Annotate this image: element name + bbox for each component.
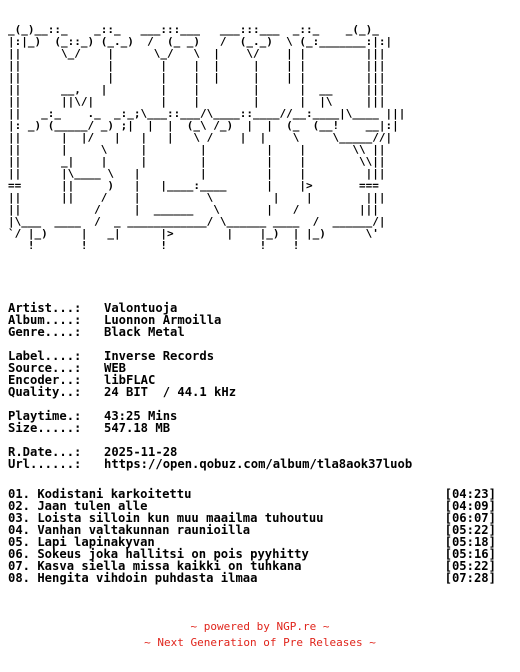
track-title: 07. Kasva siella missa kaikki on tuhkana bbox=[8, 559, 302, 573]
footer-powered-by[interactable]: ~ powered by NGP.re ~ bbox=[190, 620, 330, 633]
info-row: Source...: WEB bbox=[8, 362, 512, 374]
track-title: 06. Sokeus joka hallitsi on pois pyyhitt… bbox=[8, 547, 309, 561]
spacer bbox=[8, 434, 512, 446]
info-value: Black Metal bbox=[104, 325, 185, 339]
info-key: R.Date...: bbox=[8, 445, 82, 459]
info-row: Size.....: 547.18 MB bbox=[8, 422, 512, 434]
info-row: Album....: Luonnon Armoilla bbox=[8, 314, 512, 326]
info-key: Genre....: bbox=[8, 325, 82, 339]
info-value: 2025-11-28 bbox=[104, 445, 178, 459]
info-key: Encoder..: bbox=[8, 373, 82, 387]
info-row: Quality..: 24 BIT / 44.1 kHz bbox=[8, 386, 512, 398]
info-row: Url......: https://open.qobuz.com/album/t… bbox=[8, 458, 512, 470]
track-row: 02. Jaan tulen alle [04:09] bbox=[8, 500, 496, 512]
nfo-document: _(_)__::_ _::_ ___:::___ ___:::___ _::_ … bbox=[8, 12, 512, 585]
info-value: WEB bbox=[104, 361, 127, 375]
track-title: 03. Loista silloin kun muu maailma tuhou… bbox=[8, 511, 324, 525]
info-value: Luonnon Armoilla bbox=[104, 313, 222, 327]
info-row: Encoder..: libFLAC bbox=[8, 374, 512, 386]
info-key: Artist...: bbox=[8, 301, 82, 315]
info-row: Playtime.: 43:25 Mins bbox=[8, 410, 512, 422]
info-value: libFLAC bbox=[104, 373, 156, 387]
track-row: 03. Loista silloin kun muu maailma tuhou… bbox=[8, 512, 496, 524]
ascii-logo: _(_)__::_ _::_ ___:::___ ___:::___ _::_ … bbox=[8, 12, 512, 302]
info-key: Url......: bbox=[8, 457, 82, 471]
track-duration: [04:23] bbox=[444, 487, 496, 501]
track-duration: [05:22] bbox=[444, 559, 496, 573]
track-duration: [05:18] bbox=[444, 535, 496, 549]
info-key: Label....: bbox=[8, 349, 82, 363]
info-row: R.Date...: 2025-11-28 bbox=[8, 446, 512, 458]
ascii-art-block: _(_)__::_ _::_ ___:::___ ___:::___ _::_ … bbox=[8, 23, 406, 252]
info-value: 24 BIT / 44.1 kHz bbox=[104, 385, 237, 399]
track-row: 01. Kodistani karkoitettu [04:23] bbox=[8, 488, 496, 500]
tracklist: 01. Kodistani karkoitettu [04:23] 02. Jaa… bbox=[8, 488, 512, 584]
spacer bbox=[8, 470, 512, 482]
info-value: Valontuoja bbox=[104, 301, 178, 315]
track-duration: [07:28] bbox=[444, 571, 496, 585]
info-value: Inverse Records bbox=[104, 349, 215, 363]
track-title: 08. Hengita vihdoin puhdasta ilmaa bbox=[8, 571, 258, 585]
track-duration: [05:16] bbox=[444, 547, 496, 561]
track-title: 01. Kodistani karkoitettu bbox=[8, 487, 192, 501]
info-row: Genre....: Black Metal bbox=[8, 326, 512, 338]
track-row: 08. Hengita vihdoin puhdasta ilmaa [07:28… bbox=[8, 572, 496, 584]
info-key: Album....: bbox=[8, 313, 82, 327]
track-row: 06. Sokeus joka hallitsi on pois pyyhitt… bbox=[8, 548, 496, 560]
track-title: 04. Vanhan valtakunnan raunioilla bbox=[8, 523, 251, 537]
info-row: Artist...: Valontuoja bbox=[8, 302, 512, 314]
track-duration: [06:07] bbox=[444, 511, 496, 525]
info-value: 43:25 Mins bbox=[104, 409, 178, 423]
url-value[interactable]: https://open.qobuz.com/album/tla8aok37lu… bbox=[104, 457, 413, 471]
track-row: 05. Lapi lapinakyvan [05:18] bbox=[8, 536, 496, 548]
track-duration: [05:22] bbox=[444, 523, 496, 537]
spacer bbox=[8, 338, 512, 350]
info-block: Artist...: Valontuoja Album....: Luonnon A… bbox=[8, 302, 512, 584]
track-duration: [04:09] bbox=[444, 499, 496, 513]
info-value: 547.18 MB bbox=[104, 421, 171, 435]
track-title: 05. Lapi lapinakyvan bbox=[8, 535, 155, 549]
info-key: Playtime.: bbox=[8, 409, 82, 423]
track-title: 02. Jaan tulen alle bbox=[8, 499, 148, 513]
info-key: Size.....: bbox=[8, 421, 82, 435]
track-row: 04. Vanhan valtakunnan raunioilla [05:22] bbox=[8, 524, 496, 536]
info-row: Label....: Inverse Records bbox=[8, 350, 512, 362]
footer-tagline: ~ Next Generation of Pre Releases ~ bbox=[144, 636, 376, 649]
track-row: 07. Kasva siella missa kaikki on tuhkana… bbox=[8, 560, 496, 572]
info-key: Quality..: bbox=[8, 385, 82, 399]
info-key: Source...: bbox=[8, 361, 82, 375]
spacer bbox=[8, 398, 512, 410]
